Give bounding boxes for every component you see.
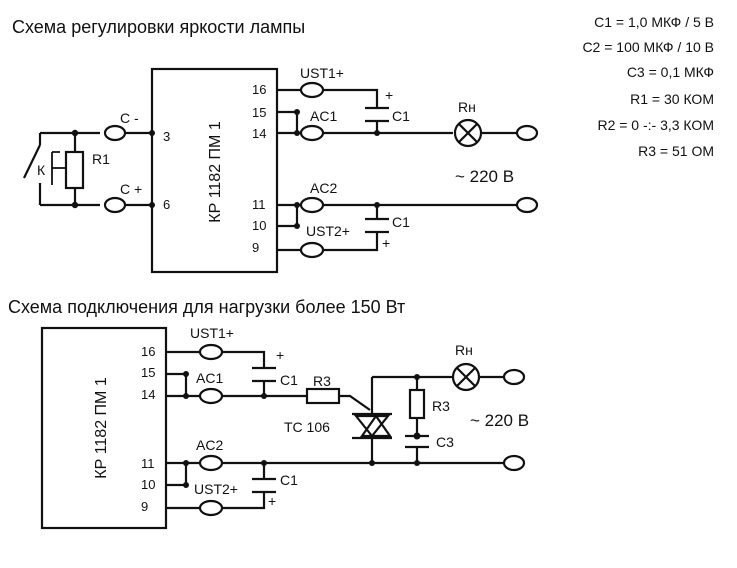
chip-body-1 xyxy=(150,67,279,274)
r1-label: R1 xyxy=(92,151,110,167)
pin-16: 16 xyxy=(252,82,266,97)
triac-diode-a xyxy=(353,414,391,438)
component-specs: C1 = 1,0 МКФ / 5 В C2 = 100 МКФ / 10 В C… xyxy=(582,14,714,159)
spec-c3: C3 = 0,1 МКФ xyxy=(627,64,714,80)
ac1-terminal-2 xyxy=(198,387,224,405)
ac1-terminal xyxy=(299,124,325,142)
lower-output-2: AC2 C1 + UST2+ xyxy=(166,437,526,517)
diagram-2-title: Схема подключения для нагрузки более 150… xyxy=(8,297,405,317)
r3-snubber-resistor xyxy=(408,388,426,420)
pin2-16: 16 xyxy=(141,344,155,359)
spec-c1: C1 = 1,0 МКФ / 5 В xyxy=(594,14,714,30)
mains-terminal-1a xyxy=(515,124,539,142)
triac-label: ТС 106 xyxy=(284,419,330,435)
triac-assembly: ТС 106 R3 C3 xyxy=(284,374,456,466)
c1-bottom-label: C1 xyxy=(392,214,410,230)
ac1-label-2: AC1 xyxy=(196,370,223,386)
c3-label: C3 xyxy=(436,434,454,450)
key-label: К xyxy=(37,162,46,178)
pin2-11: 11 xyxy=(141,456,155,471)
ac1-label: AC1 xyxy=(310,108,337,124)
ust2-label: UST2+ xyxy=(306,223,350,239)
spec-r3: R3 = 51 ОМ xyxy=(638,143,714,159)
terminal-c-plus xyxy=(103,196,127,214)
c1-top-plus-2: + xyxy=(276,347,284,363)
ust1-terminal xyxy=(299,81,325,99)
pin2-15: 15 xyxy=(141,365,155,380)
pin-6: 6 xyxy=(163,197,170,212)
voltage-label-1: ~ 220 В xyxy=(455,167,514,186)
ac2-terminal-2 xyxy=(198,454,224,472)
diagram-2: Схема подключения для нагрузки более 150… xyxy=(8,297,529,530)
c1-bottom-plus: + xyxy=(382,235,390,251)
r3-series-label: R3 xyxy=(313,373,331,389)
c-minus-label: С - xyxy=(120,110,139,126)
spec-r1: R1 = 30 КОМ xyxy=(630,91,714,107)
r3-series-resistor xyxy=(305,387,341,405)
ust2-terminal xyxy=(299,241,325,259)
ac2-label: AC2 xyxy=(310,180,337,196)
load-label-2: Rн xyxy=(455,342,473,358)
chip-label-2: КР 1182 ПМ 1 xyxy=(93,377,110,479)
ust2-label-2: UST2+ xyxy=(194,481,238,497)
pin-10: 10 xyxy=(252,218,266,233)
spec-r2: R2 = 0 -:- 3,3 КОМ xyxy=(597,117,714,133)
ac2-label-2: AC2 xyxy=(196,437,223,453)
terminal-c-minus xyxy=(103,124,127,142)
r1-resistor xyxy=(64,150,85,190)
c1-top-plus: + xyxy=(385,87,393,103)
pin-9: 9 xyxy=(252,240,259,255)
voltage-label-2: ~ 220 В xyxy=(470,411,529,430)
upper-output-1: UST1+ AC1 + C1 Rн xyxy=(277,65,539,148)
mains-terminal-1b xyxy=(515,196,539,214)
pin2-9: 9 xyxy=(141,499,148,514)
pin-15: 15 xyxy=(252,105,266,120)
load-circuit-2: Rн ~ 220 В xyxy=(451,342,529,430)
ust2-terminal-2 xyxy=(198,499,224,517)
ust1-terminal-2 xyxy=(198,343,224,361)
chip-body-2 xyxy=(40,326,168,530)
c1-bottom-label-2: C1 xyxy=(280,472,298,488)
r3-snubber-label: R3 xyxy=(432,398,450,414)
pin-3: 3 xyxy=(163,129,170,144)
key-switch xyxy=(23,144,41,179)
mains-terminal-2b xyxy=(502,454,526,472)
c-plus-label: С + xyxy=(120,181,142,197)
control-circuit-1: К R1 С - С + xyxy=(23,110,155,214)
chip-label-1: КР 1182 ПМ 1 xyxy=(207,121,224,223)
c1-top-label: C1 xyxy=(392,108,410,124)
pin2-14: 14 xyxy=(141,387,155,402)
c1-top-label-2: C1 xyxy=(280,372,298,388)
diagram-1: Схема регулировки яркости лампы КР 1182 … xyxy=(12,17,539,274)
mains-terminal-2a xyxy=(502,368,526,386)
ust1-label: UST1+ xyxy=(300,65,344,81)
spec-c2: C2 = 100 МКФ / 10 В xyxy=(582,39,714,55)
lower-output-1: AC2 C1 + UST2+ xyxy=(277,180,539,259)
pin2-10: 10 xyxy=(141,477,155,492)
pin-14: 14 xyxy=(252,126,266,141)
ac2-terminal xyxy=(299,196,325,214)
upper-output-2: UST1+ + C1 AC1 R3 xyxy=(166,325,371,411)
load-label-1: Rн xyxy=(458,99,476,115)
c1-bottom-plus-2: + xyxy=(268,493,276,509)
ust1-label-2: UST1+ xyxy=(190,325,234,341)
diagram-1-title: Схема регулировки яркости лампы xyxy=(12,17,305,37)
triac-diode-b xyxy=(359,414,393,438)
pin-11: 11 xyxy=(252,197,266,212)
